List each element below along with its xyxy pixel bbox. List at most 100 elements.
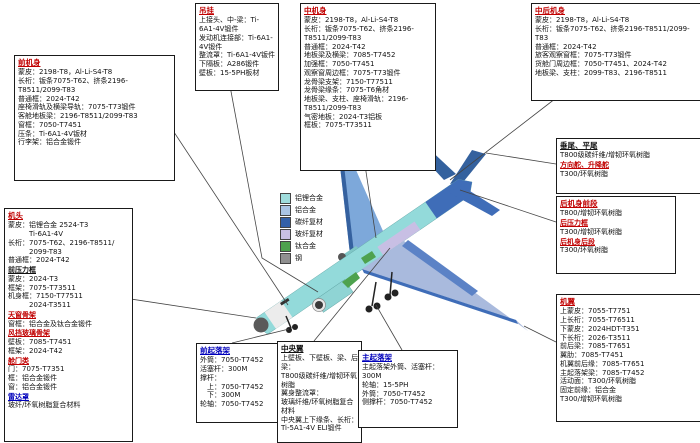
- spec-line: 上壁板、下壁板、梁、后梁：: [281, 354, 358, 372]
- leader-line-nose-gear: [231, 328, 290, 344]
- leader-line-center-wing: [313, 247, 391, 342]
- legend-color-steel: [280, 252, 291, 264]
- spec-line: 上长桁：7055-T76511: [560, 316, 635, 325]
- spec-lines: T300/环氧树脂: [560, 246, 672, 255]
- spec-line: 蒙皮：2198-T8，Al-Li-S4-T8: [304, 16, 399, 25]
- legend-label: 钛合金: [295, 242, 316, 250]
- spec-line: 上接头、中-梁：Ti-6A1-4V锻件: [199, 16, 260, 34]
- spec-line: 外筒：7050-T7452: [200, 356, 264, 365]
- legend-label: 铝锂合金: [295, 194, 323, 202]
- belly-fairing: [377, 221, 421, 256]
- legend-item: 铝合金: [280, 204, 323, 216]
- spec-line: 普通框：2024-T42: [535, 42, 597, 51]
- spec-line: 普通框：2024-T42: [18, 94, 80, 103]
- spec-line: 座椅滑轨及横梁导轨：7075-T73锻件: [18, 103, 136, 112]
- spec-line: 下隔板：A286锻件: [199, 60, 260, 69]
- spec-line: 外筒：7050-T7452: [362, 389, 426, 398]
- nose-landing-gear: [285, 315, 298, 333]
- callout-center-wing: 中央翼 上壁板、下壁板、梁、后梁：T800级碳纤维/增韧环氧树脂翼身整流罩：玻璃…: [277, 341, 362, 443]
- spec-line: T800级碳纤维/增韧环氧树脂: [560, 151, 650, 160]
- subtitle-skylight-frame: 天窗骨架: [8, 310, 36, 319]
- spec-line: 上：7050-T7452: [200, 382, 264, 391]
- spec-line: 翼身整流罩：: [281, 389, 323, 398]
- spec-line: 玻纤/环氧树脂复合材料: [8, 401, 81, 410]
- spec-line: 框：铝合金锻件: [8, 374, 57, 383]
- far-wing-leading-edge: [340, 165, 354, 254]
- spec-line: 龙骨梁缘条：7075-T6角材: [304, 86, 390, 95]
- spec-line: 发动机连接部：Ti-6A1-4V锻件: [199, 33, 273, 51]
- callout-title: 前机身: [18, 58, 41, 67]
- callout-title: 垂尾、平尾: [560, 141, 598, 150]
- spec-line: 撑杆：: [200, 373, 221, 382]
- legend-color-glass-fiber: [280, 228, 291, 240]
- callout-title: 中央翼: [281, 344, 304, 353]
- spec-line: 壁板：7085-T7451: [8, 338, 72, 347]
- spec-lines: 窗框：铝合金及钛合金锻件: [8, 320, 129, 329]
- legend-item: 钛合金: [280, 240, 323, 252]
- spec-line: 蒙皮：2198-T8，Al-Li-S4-T8: [18, 68, 113, 77]
- spec-line: 2099-T83: [8, 247, 62, 256]
- spec-line: 翼肋：7085-T7451: [560, 351, 624, 360]
- subtitle-front-pressure-bulkhead: 前压力框: [8, 266, 36, 275]
- leader-line-aft-fuselage: [459, 189, 557, 223]
- leader-line-pylon: [229, 85, 319, 293]
- spec-line: 长桁：钣条7075-T62、挤条2196-T8511/2099-T83: [304, 25, 414, 42]
- legend-label: 碳纤复材: [295, 218, 323, 226]
- legend-color-titanium: [280, 240, 291, 252]
- spec-line: 长桁：钣条7075-T62、挤条2196-T8511/2099-T83: [535, 25, 690, 42]
- subtitle-doors: 舱门类: [8, 356, 29, 365]
- material-legend: 铝锂合金 铝合金 碳纤复材 玻纤复材 钛合金 钢: [280, 192, 323, 264]
- legend-item: 碳纤复材: [280, 216, 323, 228]
- leader-line-wing: [523, 325, 557, 343]
- spec-lines: T800级碳纤维/增韧环氧树脂: [560, 151, 700, 160]
- spec-line: 蒙皮：2024-T3: [8, 274, 59, 283]
- spec-line: 下蒙皮：2024HDT-T351: [560, 324, 640, 333]
- subtitle-rear-pressure-bulkhead: 后压力框: [560, 219, 588, 228]
- leader-line-main-gear: [375, 304, 403, 351]
- spec-line: 框架：7075-T73511: [8, 283, 76, 292]
- spec-line: 玻璃纤维/环氧树脂复合材料: [281, 398, 354, 415]
- spec-line: 2024-T3511: [8, 301, 71, 310]
- spec-line: 前后梁：7085-T7651: [560, 342, 631, 351]
- spec-lines: 上接头、中-梁：Ti-6A1-4V锻件发动机连接部：Ti-6A1-4V锻件整流罩…: [199, 16, 275, 77]
- spec-line: 活动面：T300/环氧树脂: [560, 377, 636, 386]
- spec-line: T300/增韧环氧树脂: [560, 227, 622, 236]
- spec-line: 窗：铝合金锻件: [8, 382, 57, 391]
- spec-line: 观察窗周边框：7075-T73锻件: [304, 68, 401, 77]
- subtitle-rudder-elevator: 方向舵、升降舵: [560, 161, 609, 170]
- spec-line: 地板梁及横梁：7085-T7452: [304, 51, 396, 60]
- vertical-tail: [450, 150, 486, 184]
- cockpit-windows: [280, 298, 290, 306]
- legend-label: 玻纤复材: [295, 230, 323, 238]
- spec-line: 普通框：2024-T42: [304, 42, 366, 51]
- spec-line: T800级碳纤维/增韧环氧树脂: [281, 371, 357, 389]
- legend-item: 铝锂合金: [280, 192, 323, 204]
- near-horizontal-stabilizer: [448, 186, 500, 216]
- spec-lines: T800/增韧环氧树脂: [560, 209, 672, 218]
- spec-line: 压条：Ti-6A1-4V钣材: [18, 129, 87, 138]
- leader-line-mid-aft-fuselage: [449, 94, 561, 181]
- spec-lines: 玻纤/环氧树脂复合材料: [8, 401, 129, 410]
- spec-line: 旅客观察窗框：7075-T73锻件: [535, 51, 632, 60]
- nose-section: [264, 300, 293, 329]
- spec-line: 龙骨梁支架：7150-T77511: [304, 77, 393, 86]
- spec-line: 主起落架梁：7085-T7452: [560, 368, 645, 377]
- spec-line: 窗框：7050-T7451: [18, 120, 82, 129]
- spec-line: 气密地板：2024-T3铝板: [304, 112, 383, 121]
- spec-line: 固定前缘：铝合金: [560, 386, 616, 395]
- callout-pylon: 吊挂 上接头、中-梁：Ti-6A1-4V锻件发动机连接部：Ti-6A1-4V锻件…: [195, 3, 279, 91]
- subtitle-radome: 雷达罩: [8, 392, 29, 401]
- spec-line: 中央翼上下缘条、长桁：: [281, 415, 358, 424]
- spec-line: 活塞杆：300M: [200, 365, 248, 374]
- spec-line: 下长桁：2026-T3511: [560, 333, 631, 342]
